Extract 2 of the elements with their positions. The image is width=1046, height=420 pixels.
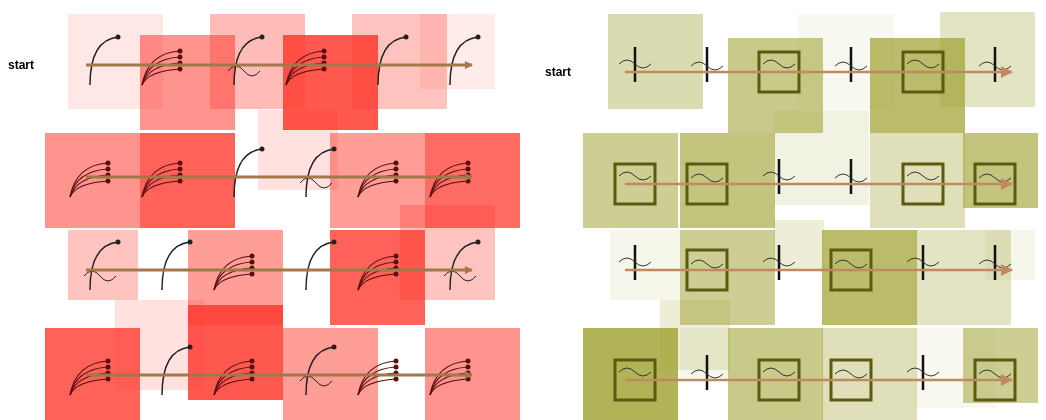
start-label: start [545,65,571,79]
start-label: start [8,58,34,72]
